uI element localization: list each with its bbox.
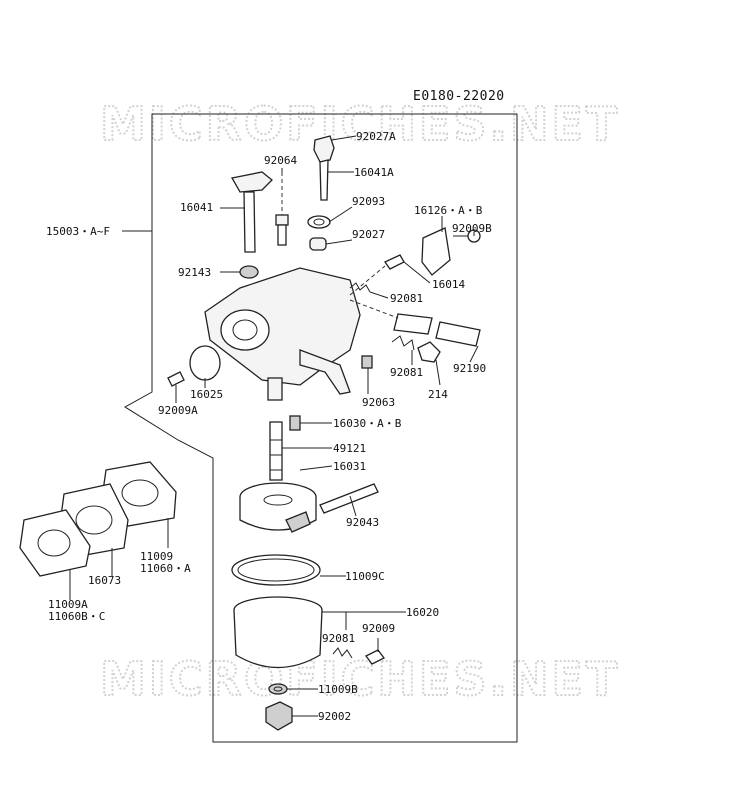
label-11060A: 11060・A — [140, 562, 191, 575]
label-92027: 92027 — [352, 228, 385, 241]
watermark-top: MICROFICHES.NET — [100, 97, 620, 151]
label-92043: 92043 — [346, 516, 379, 529]
label-92081-upper: 92081 — [390, 292, 423, 305]
label-214: 214 — [428, 388, 448, 401]
label-92002: 92002 — [318, 710, 351, 723]
label-11009A: 11009A — [48, 598, 88, 611]
label-16031: 16031 — [333, 460, 366, 473]
label-11009C: 11009C — [345, 570, 385, 583]
label-92009: 92009 — [362, 622, 395, 635]
part-drawings — [19, 135, 481, 731]
label-15003: 15003・A~F — [46, 225, 110, 238]
label-16041A: 16041A — [354, 166, 394, 179]
assembly-frame — [124, 113, 518, 743]
label-92093: 92093 — [352, 195, 385, 208]
label-16126: 16126・A・B — [414, 204, 483, 217]
label-16020: 16020 — [406, 606, 439, 619]
label-11060BC: 11060B・C — [48, 610, 105, 623]
label-92190: 92190 — [453, 362, 486, 375]
label-16041: 16041 — [180, 201, 213, 214]
label-16073: 16073 — [88, 574, 121, 587]
label-16030: 16030・A・B — [333, 417, 402, 430]
diagram-code: E0180-22020 — [413, 89, 505, 104]
label-11009: 11009 — [140, 550, 173, 563]
label-92143: 92143 — [178, 266, 211, 279]
label-16025: 16025 — [190, 388, 223, 401]
label-92027A: 92027A — [356, 130, 396, 143]
label-92063: 92063 — [362, 396, 395, 409]
label-92009A: 92009A — [158, 404, 198, 417]
label-92009B: 92009B — [452, 222, 492, 235]
label-11009B: 11009B — [318, 683, 358, 696]
label-92081-bowl: 92081 — [322, 632, 355, 645]
label-92081-middle: 92081 — [390, 366, 423, 379]
label-92064: 92064 — [264, 154, 297, 167]
label-16014: 16014 — [432, 278, 465, 291]
watermark-bottom: MICROFICHES.NET — [100, 652, 620, 706]
label-49121: 49121 — [333, 442, 366, 455]
leader-lines — [69, 135, 479, 717]
